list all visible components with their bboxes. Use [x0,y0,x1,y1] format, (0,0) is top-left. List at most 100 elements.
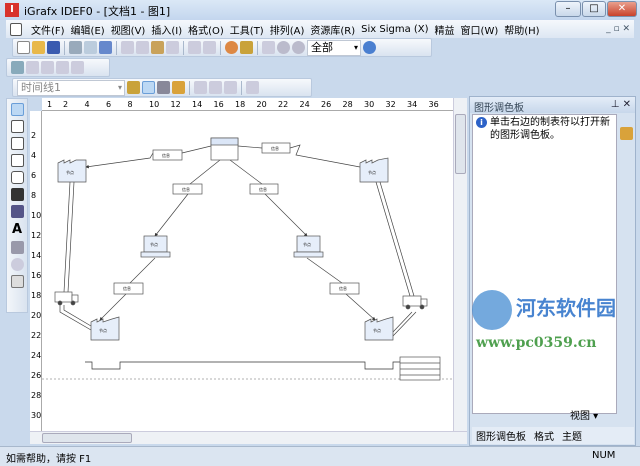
link-tool-icon[interactable] [10,205,24,218]
text-tool-icon[interactable]: A [11,222,23,237]
rounded-tool-icon[interactable] [10,171,24,184]
menu-help[interactable]: 帮助(H) [504,25,540,37]
back-icon[interactable] [277,41,290,54]
menu-six-sigma[interactable]: Six Sigma (X) [361,23,429,35]
tab-format[interactable]: 格式 [534,432,554,443]
scroll-thumb[interactable] [42,433,132,443]
timeline-align-icon[interactable] [194,81,207,94]
forward-icon[interactable] [292,41,305,54]
ruler-tick-label: 20 [31,311,42,320]
ruler-tick-label: 30 [364,100,375,109]
palette-tab-icon[interactable] [620,127,633,140]
timeline-settings-icon[interactable] [246,81,259,94]
pin-close-icons[interactable]: ⊥ ✕ [610,99,631,110]
connector-tool-icon[interactable] [10,188,24,201]
ruler-tick-label: 30 [31,411,42,420]
factory-icon [364,316,394,341]
app-logo-icon: I [5,3,19,17]
shapes-icon[interactable] [225,41,238,54]
minimize-button[interactable]: – [555,1,581,17]
info-label-box [249,183,279,195]
print-icon[interactable] [69,41,82,54]
horizontal-scrollbar[interactable] [30,431,467,444]
print-preview-icon[interactable] [84,41,97,54]
ruler-tick-label: 10 [31,211,42,220]
page-tool-icon[interactable] [10,275,24,288]
vertical-scrollbar[interactable] [453,98,467,431]
ruler-tick-label: 16 [31,271,42,280]
timeline-add-icon[interactable] [127,81,140,94]
ruler-tick-label: 22 [278,100,289,109]
frame-tool-icon[interactable] [10,154,24,167]
info-label-box [329,282,360,295]
node-label: 节点 [150,241,158,247]
ruler-tick-label: 2 [31,131,37,140]
material-flow [375,181,415,297]
menu-window[interactable]: 窗口(W) [460,25,499,37]
box-tool-icon[interactable] [10,137,24,150]
scroll-thumb[interactable] [455,114,466,174]
timeline [85,361,400,370]
timeline-chart-icon[interactable] [172,81,185,94]
connector [306,257,375,320]
format-painter-icon[interactable] [166,41,179,54]
help-icon[interactable] [363,41,376,54]
menu-insert[interactable]: 插入(I) [151,25,183,37]
ruler-tick-label: 22 [31,331,42,340]
menu-view[interactable]: 视图(V) [110,25,146,37]
truck-icon [402,295,428,310]
node-label: 节点 [66,169,74,175]
menu-tools[interactable]: 工具(T) [229,25,264,37]
child-icon[interactable] [41,61,54,74]
timeline-toggle-icon[interactable] [142,81,155,94]
ruler-tick-label: 8 [127,100,133,109]
info-label-box [172,183,203,195]
pointer-icon[interactable] [10,103,24,116]
menu-library[interactable]: 资源库(R) [310,25,356,37]
timeline-warning-icon[interactable] [209,81,222,94]
grid-icon[interactable] [262,41,275,54]
line-tool-icon[interactable] [10,241,24,254]
new-icon[interactable] [17,41,30,54]
maximize-button[interactable]: □ [582,1,606,17]
rectangle-tool-icon[interactable] [10,120,24,133]
scope-combo[interactable]: 全部▾ [307,39,361,56]
tab-shape-palette[interactable]: 图形调色板 [476,432,526,443]
info-label-box [261,142,291,154]
connector [229,159,307,236]
tab-theme[interactable]: 主题 [562,432,582,443]
menu-arrange[interactable]: 排列(A) [269,25,305,37]
zoom-tool-icon[interactable] [10,258,24,271]
pencil-icon[interactable] [240,41,253,54]
menu-edit[interactable]: 编辑(E) [70,25,105,37]
menu-format[interactable]: 格式(O) [188,25,224,37]
connector [237,145,263,149]
material-flow [63,181,75,293]
copy-icon[interactable] [136,41,149,54]
view-button[interactable]: 视图 ▾ [570,411,599,422]
diagram-icon[interactable] [11,61,24,74]
parent-icon[interactable] [26,61,39,74]
undo-icon[interactable] [188,41,201,54]
info-label: 信息 [123,285,131,291]
timeline-range-icon[interactable] [157,81,170,94]
close-button[interactable]: ✕ [607,1,637,17]
info-label-box [152,149,183,161]
view-label: 视图 [570,411,590,422]
menu-file[interactable]: 文件(F) [31,25,65,37]
mdi-window-controls[interactable]: _ ▫ ✕ [606,24,630,34]
menu-lean[interactable]: 精益 [434,25,455,37]
connector [181,145,212,154]
panel-title: 图形调色板 [474,103,524,114]
redo-icon[interactable] [203,41,216,54]
open-icon[interactable] [32,41,45,54]
ruler-tick-label: 14 [192,100,203,109]
cut-icon[interactable] [121,41,134,54]
page-icon[interactable] [56,61,69,74]
export-icon[interactable] [71,61,84,74]
timeline-combo[interactable]: 时间线1▾ [17,79,125,96]
save-icon[interactable] [47,41,60,54]
spellcheck-icon[interactable] [99,41,112,54]
paste-icon[interactable] [151,41,164,54]
timeline-delete-icon[interactable] [224,81,237,94]
